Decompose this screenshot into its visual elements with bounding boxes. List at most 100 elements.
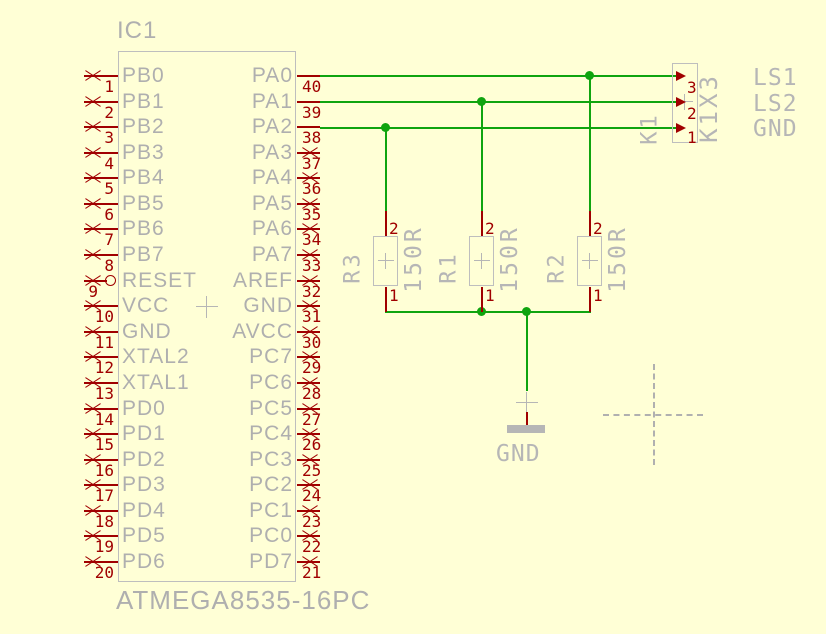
- k1-pin1-arrow-icon: [676, 123, 686, 133]
- ic-pin-left-PD4-number: 18: [94, 512, 114, 531]
- ic-pin-right-PC4-number: 26: [302, 435, 322, 454]
- net-wire-pa0-drop[interactable]: [589, 76, 591, 212]
- k1-body[interactable]: [672, 63, 698, 143]
- net-wire-gnd-bus[interactable]: [385, 311, 591, 313]
- k1-pin2-arrow-icon: [676, 97, 686, 107]
- ic-pin-left-PD1-name: PD1: [122, 422, 166, 445]
- ic-pin-left-PB2-name: PB2: [122, 115, 165, 138]
- ic-pin-right-PC7-number: 29: [302, 358, 322, 377]
- k1-part: K1X3: [695, 73, 723, 143]
- ic-pin-right-PD7-number: 21: [302, 563, 322, 582]
- ic-pin-right-GND-name: GND: [243, 294, 293, 317]
- net-wire-pa1-drop[interactable]: [481, 102, 483, 212]
- r1-pin-top-number: 2: [485, 219, 495, 238]
- net-wire-pa0[interactable]: [320, 75, 684, 77]
- gnd-symbol-label: GND: [496, 441, 541, 467]
- ic-pin-left-GND-number: 11: [94, 333, 114, 352]
- ic-pin-right-PA0-stub[interactable]: [297, 75, 320, 77]
- ic-pin-right-PA2-name: PA2: [251, 115, 293, 138]
- ic-pin-left-PD0-number: 14: [94, 410, 114, 429]
- k1-pin2-number: 2: [687, 104, 697, 123]
- ic-part-number: ATMEGA8535-16PC: [116, 585, 371, 615]
- ic-pin-right-PA0-name: PA0: [251, 64, 293, 87]
- r2-pin-bottom-stub: [589, 287, 591, 312]
- junction-dot: [522, 307, 531, 316]
- ic-pin-left-PB5-number: 6: [104, 205, 114, 224]
- r1-body[interactable]: [469, 236, 494, 286]
- reset-inversion-bubble-icon: [105, 275, 116, 286]
- ic-pin-left-PB6-name: PB6: [122, 217, 165, 240]
- ic-pin-left-PD1-number: 15: [94, 435, 114, 454]
- r1-value: 150R: [497, 225, 523, 293]
- r2-pin-top-number: 2: [593, 219, 603, 238]
- ic-pin-right-PC5-name: PC5: [249, 397, 293, 420]
- ic-pin-right-GND-number: 31: [302, 307, 322, 326]
- net-wire-pa1[interactable]: [320, 101, 684, 103]
- ic-pin-right-PA4-number: 36: [302, 179, 322, 198]
- r1-origin-cross-icon: [474, 253, 490, 269]
- ic-pin-right-PA5-name: PA5: [251, 192, 293, 215]
- ic-pin-left-PB0-number: 1: [104, 77, 114, 96]
- ic-pin-left-RESET-number: 9: [88, 282, 98, 301]
- ic-pin-right-PA1-stub[interactable]: [297, 101, 320, 103]
- ic-pin-left-PB4-name: PB4: [122, 166, 165, 189]
- ic-pin-right-PA1-number: 39: [302, 103, 322, 122]
- net-label-ls2: LS2: [753, 91, 798, 117]
- ic-pin-left-PD3-number: 17: [94, 486, 114, 505]
- ic-pin-right-PA2-stub[interactable]: [297, 126, 320, 128]
- ic-pin-left-XTAL1-name: XTAL1: [122, 371, 190, 394]
- gnd-bar-icon[interactable]: [507, 425, 545, 433]
- ic-pin-right-PC6-number: 28: [302, 384, 322, 403]
- ic-pin-left-XTAL2-name: XTAL2: [122, 345, 190, 368]
- r3-designator: R3: [340, 251, 366, 284]
- ic-pin-right-PA1-name: PA1: [251, 90, 293, 113]
- k1-pin3-number: 3: [687, 78, 697, 97]
- net-label-ls1: LS1: [753, 65, 798, 91]
- ic-pin-left-GND-name: GND: [122, 320, 172, 343]
- r2-pin-bottom-number: 1: [593, 286, 603, 305]
- ic-pin-right-AVCC-name: AVCC: [232, 320, 293, 343]
- r3-origin-cross-icon: [378, 253, 394, 269]
- ic-pin-left-PB3-number: 4: [104, 154, 114, 173]
- r3-pin-top-stub: [385, 211, 387, 237]
- ic-pin-right-PA7-number: 33: [302, 256, 322, 275]
- ic-pin-left-PB4-number: 5: [104, 179, 114, 198]
- r3-body[interactable]: [373, 236, 398, 286]
- ic-pin-left-PB7-name: PB7: [122, 243, 165, 266]
- ic-pin-left-PD5-name: PD5: [122, 524, 166, 547]
- net-label-gnd: GND: [753, 116, 798, 142]
- junction-dot: [477, 97, 486, 106]
- ic-pin-left-PD0-name: PD0: [122, 397, 166, 420]
- ic-pin-right-PA5-number: 35: [302, 205, 322, 224]
- ic-pin-left-VCC-name: VCC: [122, 294, 170, 317]
- ic-pin-right-AREF-number: 32: [302, 282, 322, 301]
- ic-pin-right-PC3-number: 25: [302, 461, 322, 480]
- ic-pin-right-AVCC-number: 30: [302, 333, 322, 352]
- ic-pin-left-PB1-number: 2: [104, 103, 114, 122]
- ic-pin-right-PC6-name: PC6: [249, 371, 293, 394]
- ic-body[interactable]: [118, 51, 296, 582]
- ic-pin-right-PA2-number: 38: [302, 128, 322, 147]
- junction-dot: [585, 71, 594, 80]
- net-wire-pa2[interactable]: [320, 127, 684, 129]
- r2-value: 150R: [605, 225, 631, 293]
- r2-body[interactable]: [577, 236, 602, 286]
- ic-pin-right-PA6-number: 34: [302, 230, 322, 249]
- ic-pin-right-PC2-number: 24: [302, 486, 322, 505]
- net-wire-pa2-drop[interactable]: [385, 128, 387, 212]
- ic-pin-left-PB5-name: PB5: [122, 192, 165, 215]
- ic-pin-left-VCC-number: 10: [94, 307, 114, 326]
- r3-value: 150R: [401, 225, 427, 293]
- k1-pin1-number: 1: [687, 128, 697, 147]
- ic-pin-left-PD5-number: 19: [94, 537, 114, 556]
- ic-pin-right-PC1-name: PC1: [249, 499, 293, 522]
- k1-pin3-arrow-icon: [676, 71, 686, 81]
- ic-pin-right-PD7-name: PD7: [249, 550, 293, 573]
- ic-pin-left-PB3-name: PB3: [122, 141, 165, 164]
- net-wire-to-ground[interactable]: [526, 312, 528, 391]
- k1-designator: K1: [637, 112, 663, 145]
- r3-pin-bottom-stub: [385, 287, 387, 312]
- ic-pin-right-PA4-name: PA4: [251, 166, 293, 189]
- r1-designator: R1: [436, 251, 462, 284]
